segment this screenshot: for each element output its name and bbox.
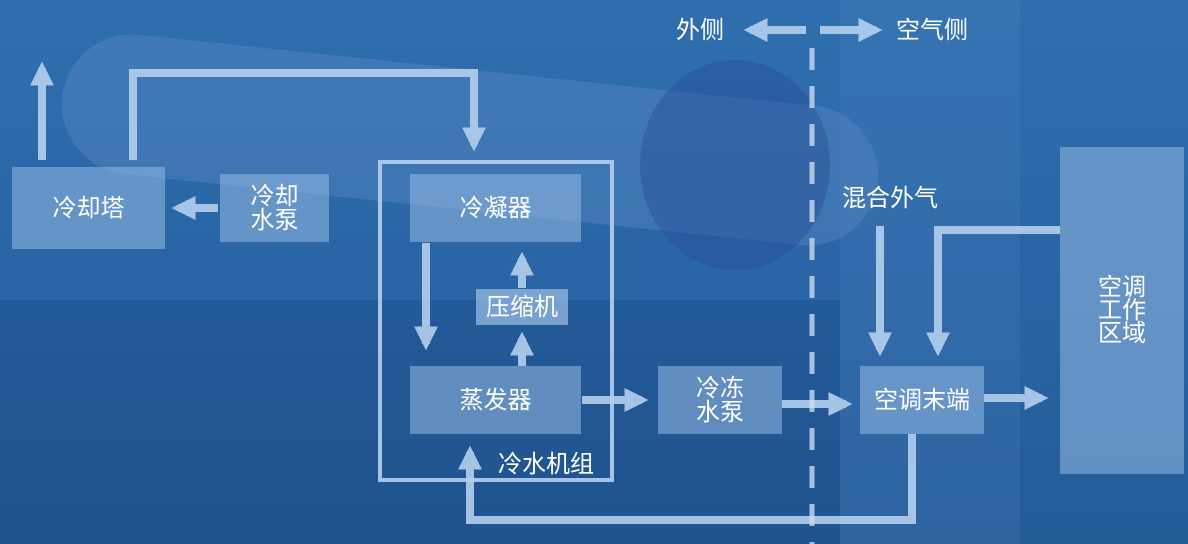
ac-work-zone-box: 空调 工作 区域 [1060,147,1184,474]
cooling-loop-arrow [129,69,486,160]
air-side-label: 空气侧 [896,16,968,44]
chilled-water-pump-box: 冷冻 水泵 [658,366,782,434]
mixed-air-label: 混合外气 [842,184,938,212]
condenser-box: 冷凝器 [410,174,581,242]
compressor-box: 压缩机 [476,289,568,325]
cooling-tower-box: 冷却塔 [12,167,165,249]
outside-label: 外侧 [676,16,724,44]
chiller-group-frame [378,160,614,482]
return-water-arrow [458,434,916,524]
evaporator-box: 蒸发器 [410,366,581,434]
cooling-water-pump-box: 冷却 水泵 [220,174,329,242]
return-air-arrow [926,226,1060,357]
ac-terminal-box: 空调末端 [860,366,984,434]
chiller-group-label: 冷水机组 [498,450,594,478]
